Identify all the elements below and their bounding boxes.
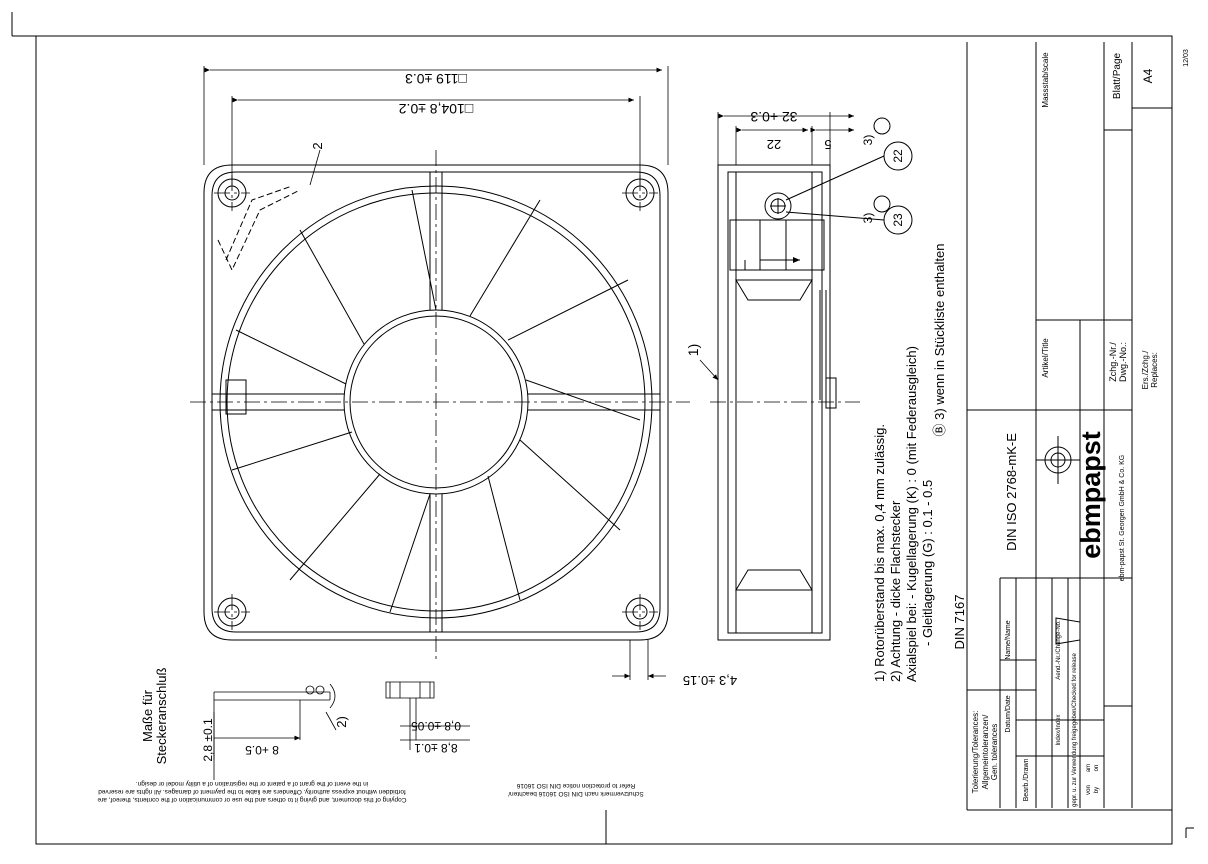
connector-title: Maße für: [140, 689, 155, 742]
callout-labels: 22 23 3) 3) 1): [685, 135, 905, 357]
datum-label: Datum/Date: [1005, 695, 1012, 732]
note-4: - Gleitlagerung (G) : 0.1 - 0.5: [920, 480, 935, 646]
name-label: Name/Name: [1005, 620, 1012, 659]
callout-23: 23: [891, 213, 905, 227]
dim-0-8: 0,8 ±0.05: [411, 719, 461, 733]
copyright-line-2: forbidden without express authority. Off…: [98, 788, 406, 795]
tolerance-general: Allgemeintoleranzen/: [981, 714, 990, 789]
callout-1: 1): [685, 344, 701, 356]
callout-22: 22: [891, 149, 905, 163]
am-label: am: [1086, 764, 1092, 772]
note-2: 2) Achtung - dicke Flachstecker: [888, 500, 903, 682]
front-dim-labels: □119 ±0.3 □104,8 ±0.2 4,3 ±0.15 2: [310, 71, 737, 688]
bearb-label: Bearb./Drawn: [1023, 758, 1030, 801]
gepr-label: gepr. u. zur Verwendung freigegeben/Chec…: [1072, 652, 1078, 806]
dim-4-3: 4,3 ±0.15: [683, 673, 737, 688]
callout-2-front: 2: [310, 142, 325, 149]
dim-119: □119 ±0.3: [405, 71, 467, 87]
dim-8-8: 8,8 ±0.1: [414, 741, 458, 755]
callouts: [785, 117, 913, 235]
dim-8: 8 +0.5: [245, 743, 279, 757]
dwg-label: Dwg.-No.:: [1118, 342, 1128, 382]
copyright-line-1: Copying of this document, and giving it …: [97, 796, 406, 803]
von-label: von: [1086, 785, 1092, 795]
dim-5: 5: [824, 137, 831, 152]
dim-2-8: 2,8 ±0.1: [201, 718, 215, 762]
protection-line-2: Refer to protection notice DIN ISO 16016: [516, 782, 635, 789]
tolerance-gen-en: Gen. tolerances: [990, 724, 999, 780]
drawing-frame: [11, 12, 1194, 845]
fan-side-view: [717, 164, 837, 641]
din-iso-note: DIN ISO 2768-mK-E: [1004, 433, 1019, 551]
notes-block: 1) Rotorüberstand bis max. 0,4 mm zuläss…: [872, 244, 947, 682]
connector-title-2: Steckeranschluß: [154, 668, 169, 765]
tolerance-block: DIN ISO 2768-mK-E DIN 7167 Tolerierung/T…: [952, 433, 1019, 794]
ers-label: Ers./Zchg./: [1141, 350, 1150, 389]
stuckliste-note: Ⓑ 3) wenn in Stückliste enthalten: [932, 244, 947, 437]
callout-3b: 3): [861, 213, 875, 224]
copyright-line-3: in the event of the grant of a patent or…: [136, 780, 369, 787]
company-logo: ebmpapst: [1076, 431, 1106, 559]
company-name: ebm-papst St. Georgen GmbH & Co. KG: [1119, 455, 1126, 581]
replaces-label: Replaces:: [1150, 352, 1159, 388]
protection-line-1: Schutzvermerk nach DIN ISO 16016 beachte…: [508, 790, 644, 797]
side-dimensions: [699, 112, 854, 381]
note-1: 1) Rotorüberstand bis max. 0,4 mm zuläss…: [872, 424, 887, 682]
callout-2b: 2): [334, 716, 349, 728]
din7167-note: DIN 7167: [952, 595, 967, 650]
by-label: by: [1094, 787, 1100, 793]
artikel-label: Artikel/Title: [1041, 338, 1050, 378]
zchg-label: Zchg.-Nr./: [1108, 342, 1118, 382]
note-3: Axialspiel bei: - Kugellagerung (K) : 0 …: [904, 346, 919, 682]
corner-code: 12/03: [1183, 49, 1190, 67]
dim-32: 32 +0.3: [750, 109, 797, 125]
massstab-label: Massstab/scale: [1041, 52, 1050, 108]
connector-detail: [213, 681, 470, 780]
projection-symbol: [1036, 436, 1081, 645]
title-block: [966, 42, 1172, 811]
front-dimensions: [203, 66, 669, 680]
footer-notices: Copying of this document, and giving it …: [97, 780, 644, 803]
callout-3a: 3): [861, 135, 875, 146]
title-block-labels: Massstab/scale Blatt/Page A4 12/03 Artik…: [1005, 49, 1190, 807]
sheet-size: A4: [1141, 68, 1155, 83]
dim-22: 22: [767, 137, 781, 152]
connector-labels: Maße für Steckeranschluß 2,8 ±0.1 8 +0.5…: [140, 668, 461, 765]
index-label: Index/Index: [1056, 714, 1062, 745]
side-dim-labels: 32 +0.3 22 5: [750, 109, 831, 152]
blatt-label: Blatt/Page: [1112, 52, 1123, 99]
dim-104: □104,8 ±0.2: [399, 101, 474, 117]
tolerance-label: Tolerierung/Tolerances:: [971, 711, 980, 794]
aend-label: Aend.-Nr./Change-No.: [1056, 620, 1062, 680]
on-label: on: [1094, 765, 1100, 772]
